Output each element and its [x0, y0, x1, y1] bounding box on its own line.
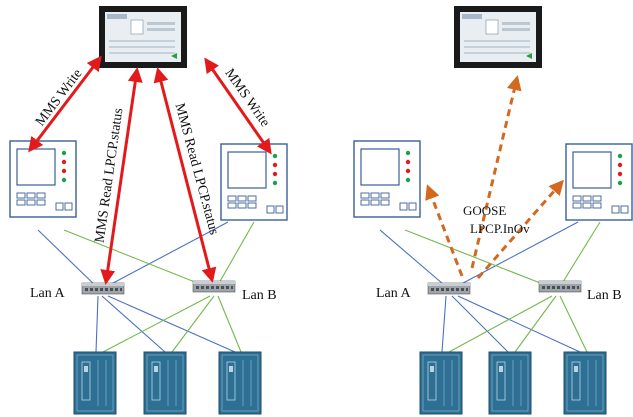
label-goose-line1: GOOSE	[463, 203, 506, 218]
relay-left-1	[9, 140, 77, 218]
switch-lan-b-left	[192, 280, 236, 293]
switch-lan-a-left	[81, 282, 125, 295]
hmi-screen-left	[98, 5, 188, 69]
relay-right-2	[565, 143, 633, 221]
right-panel: GOOSE LPCP.InOv Lan A Lan B	[353, 5, 633, 415]
label-lan-b-left: Lan B	[242, 288, 277, 303]
relay-left-2	[220, 143, 288, 221]
lan-a-links-right	[379, 221, 581, 353]
field-device-left-1	[73, 351, 117, 415]
mms-read-arrow-mid-left	[100, 67, 143, 285]
switch-lan-a-right	[427, 282, 471, 295]
goose-arrow-to-relay-left	[425, 184, 464, 277]
field-device-left-3	[218, 351, 262, 415]
field-device-right-2	[488, 351, 532, 415]
mms-write-arrow-right	[204, 57, 272, 155]
field-device-right-1	[419, 351, 463, 415]
mms-write-arrow-left	[28, 55, 102, 153]
label-lan-a-right: Lan A	[376, 286, 411, 301]
left-panel: MMS Write MMS Write MMS Read LPCP.status…	[9, 5, 288, 415]
field-device-right-3	[563, 351, 607, 415]
relay-right-1	[353, 140, 421, 218]
label-mms-write-left: MMS Write	[33, 67, 85, 130]
goose-arrow-to-relay-right	[476, 179, 564, 279]
label-goose-line2: LPCP.InOv	[470, 221, 530, 236]
field-device-left-2	[143, 351, 187, 415]
label-lan-a-left: Lan A	[30, 286, 65, 301]
mms-read-arrow-mid-right	[153, 67, 217, 283]
hmi-screen-right	[453, 5, 543, 69]
lan-b-links-right	[404, 221, 601, 353]
label-lan-b-right: Lan B	[587, 288, 622, 303]
switch-lan-b-right	[538, 280, 582, 293]
goose-arrow-to-hmi	[470, 75, 522, 269]
